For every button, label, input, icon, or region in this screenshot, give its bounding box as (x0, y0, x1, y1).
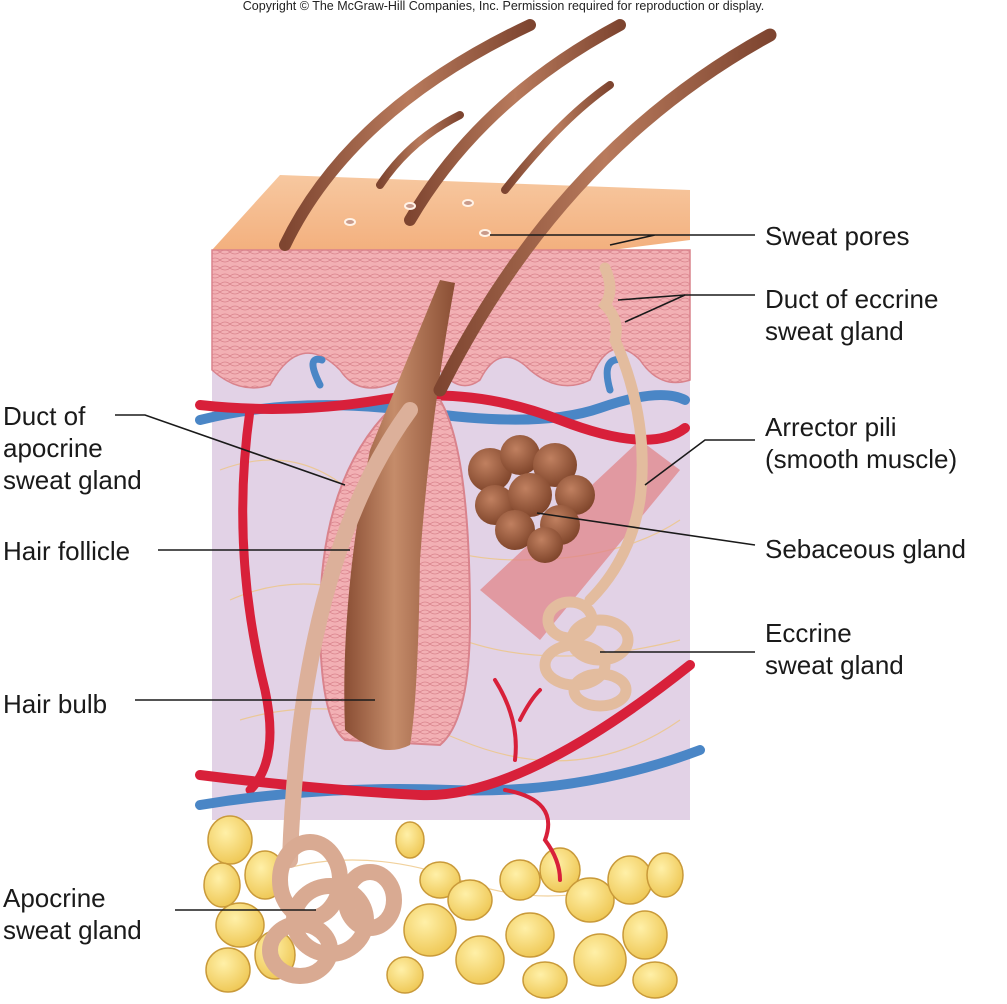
artery (195, 660, 695, 801)
apocrine-duct (282, 402, 418, 868)
vein (309, 355, 326, 389)
hairs (279, 19, 777, 397)
label-duct-of-eccrine-sweat-gland: Duct of eccrine sweat gland (765, 284, 939, 346)
artery (493, 678, 542, 762)
adipose-tissue (203, 815, 684, 999)
label-duct-of-apocrine-sweat-gland: Duct of apocrine sweat gland (3, 401, 142, 495)
leader-lines (115, 234, 756, 911)
label-hair-bulb: Hair bulb (3, 689, 108, 719)
apocrine-gland (262, 834, 402, 984)
blood-vessels (195, 355, 705, 882)
copyright-notice: Copyright © The McGraw-Hill Companies, I… (242, 0, 765, 13)
label-eccrine-sweat-gland: Eccrine sweat gland (765, 618, 904, 680)
label-arrector-pili: Arrector pili (smooth muscle) (765, 412, 958, 474)
sweat-pores (344, 199, 491, 237)
eccrine-gland (539, 596, 634, 712)
artery (195, 390, 690, 445)
artery (503, 788, 562, 882)
arrector-pili-muscle (480, 440, 680, 640)
label-hair-follicle: Hair follicle (3, 536, 131, 566)
hair-bulb (344, 280, 455, 750)
sebaceous-gland (468, 435, 595, 563)
artery (238, 405, 275, 795)
label-sebaceous-gland: Sebaceous gland (765, 534, 966, 564)
hair-shaft (404, 19, 626, 226)
label-apocrine-sweat-gland: Apocrine sweat gland (3, 883, 142, 945)
hair-shaft (279, 19, 536, 251)
label-sweat-pores: Sweat pores (765, 221, 910, 251)
hair-shaft (501, 81, 614, 194)
hair-shaft (376, 111, 464, 189)
hair-shaft (433, 28, 777, 397)
eccrine-duct (584, 262, 648, 606)
